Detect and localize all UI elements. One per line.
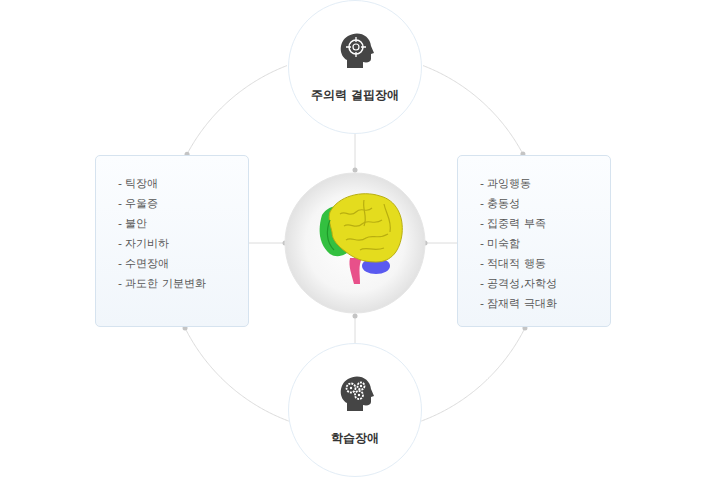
list-item: - 불안 [118,214,238,234]
list-item: - 공격성,자학성 [480,274,600,294]
arc-connector [421,328,525,421]
arc-connector [423,66,523,154]
list-item: - 틱장애 [118,174,238,194]
list-item: - 적대적 행동 [480,254,600,274]
center-lines [249,134,457,343]
center-circle [285,173,425,313]
arc-connector [187,66,287,155]
symptom-box: - 틱장애- 우울증- 불안- 자기비하- 수면장애- 과도한 기분변화 [95,155,249,327]
list-item: - 우울증 [118,194,238,214]
list-item: - 미숙함 [480,234,600,254]
topic-circle: 학습장애 [288,343,422,477]
list-item: - 잠재력 극대화 [480,294,600,314]
topic-title: 주의력 결핍장애 [289,87,421,104]
symptom-box: - 과잉행동- 충동성- 집중력 부족- 미숙함- 적대적 행동- 공격성,자학… [457,155,611,327]
arc-connector [185,328,289,421]
topic-circle: 주의력 결핍장애 [288,0,422,134]
joint-dots [283,168,428,319]
head-icon [335,372,375,412]
list-item: - 과잉행동 [480,174,600,194]
list-item: - 수면장애 [118,254,238,274]
list-item: - 과도한 기분변화 [118,274,238,294]
list-item: - 자기비하 [118,234,238,254]
list-item: - 충동성 [480,194,600,214]
head-icon [335,29,375,69]
brain-illustration [320,194,403,284]
list-item: - 집중력 부족 [480,214,600,234]
topic-title: 학습장애 [289,430,421,447]
